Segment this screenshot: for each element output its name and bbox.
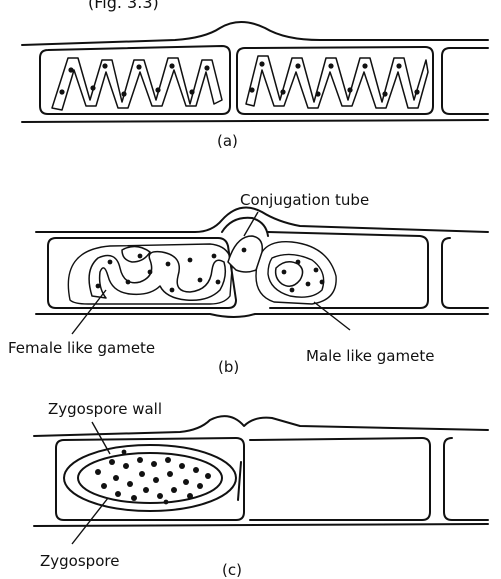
panel-c-outer-wall-top — [34, 416, 488, 436]
panel-b-leader-male-gamete — [314, 302, 350, 330]
panel-b: Conjugation tube Female like gamete Male… — [8, 191, 488, 376]
panel-a-label: (a) — [217, 132, 238, 150]
panel-c-cell-end — [444, 438, 488, 520]
panel-a-cell-end — [442, 48, 488, 114]
panel-c-cell-right — [250, 438, 430, 520]
label-male-gamete: Male like gamete — [306, 347, 434, 365]
top-caption-fragment: (Fig. 3.3) — [88, 0, 159, 12]
panel-c-outer-wall-bottom — [34, 524, 488, 526]
panel-c: Zygospore wall Zygospore (c) — [34, 400, 488, 579]
panel-a-outer-wall-bottom — [22, 120, 488, 122]
panel-b-outer-wall-bottom — [36, 314, 488, 317]
panel-b-label: (b) — [218, 358, 239, 376]
panel-b-female-chloroplast — [89, 252, 225, 301]
label-zygospore: Zygospore — [40, 552, 119, 570]
panel-c-cell-left — [56, 438, 244, 520]
panel-c-label: (c) — [222, 561, 242, 579]
panel-b-tube-protoplast — [228, 236, 262, 272]
panel-b-leader-conjugation-tube — [244, 212, 258, 236]
panel-b-male-chloroplast — [276, 262, 303, 287]
panel-a-outer-wall-top — [22, 22, 488, 45]
panel-b-female-chloroplast-loop — [122, 246, 150, 262]
panel-b-cell-end — [442, 238, 488, 308]
zygospore — [78, 453, 222, 503]
label-female-gamete: Female like gamete — [8, 339, 155, 357]
panel-b-leader-female-gamete — [72, 290, 106, 334]
panel-c-leader-zygospore-wall — [92, 422, 110, 454]
panel-b-outer-wall-top — [36, 208, 488, 233]
panel-c-wall-remnant — [238, 462, 241, 500]
label-conjugation-tube: Conjugation tube — [240, 191, 369, 209]
label-zygospore-wall: Zygospore wall — [48, 400, 162, 418]
panel-a-spiral-chloroplast-right — [246, 56, 428, 108]
panel-a: (a) — [22, 22, 488, 150]
